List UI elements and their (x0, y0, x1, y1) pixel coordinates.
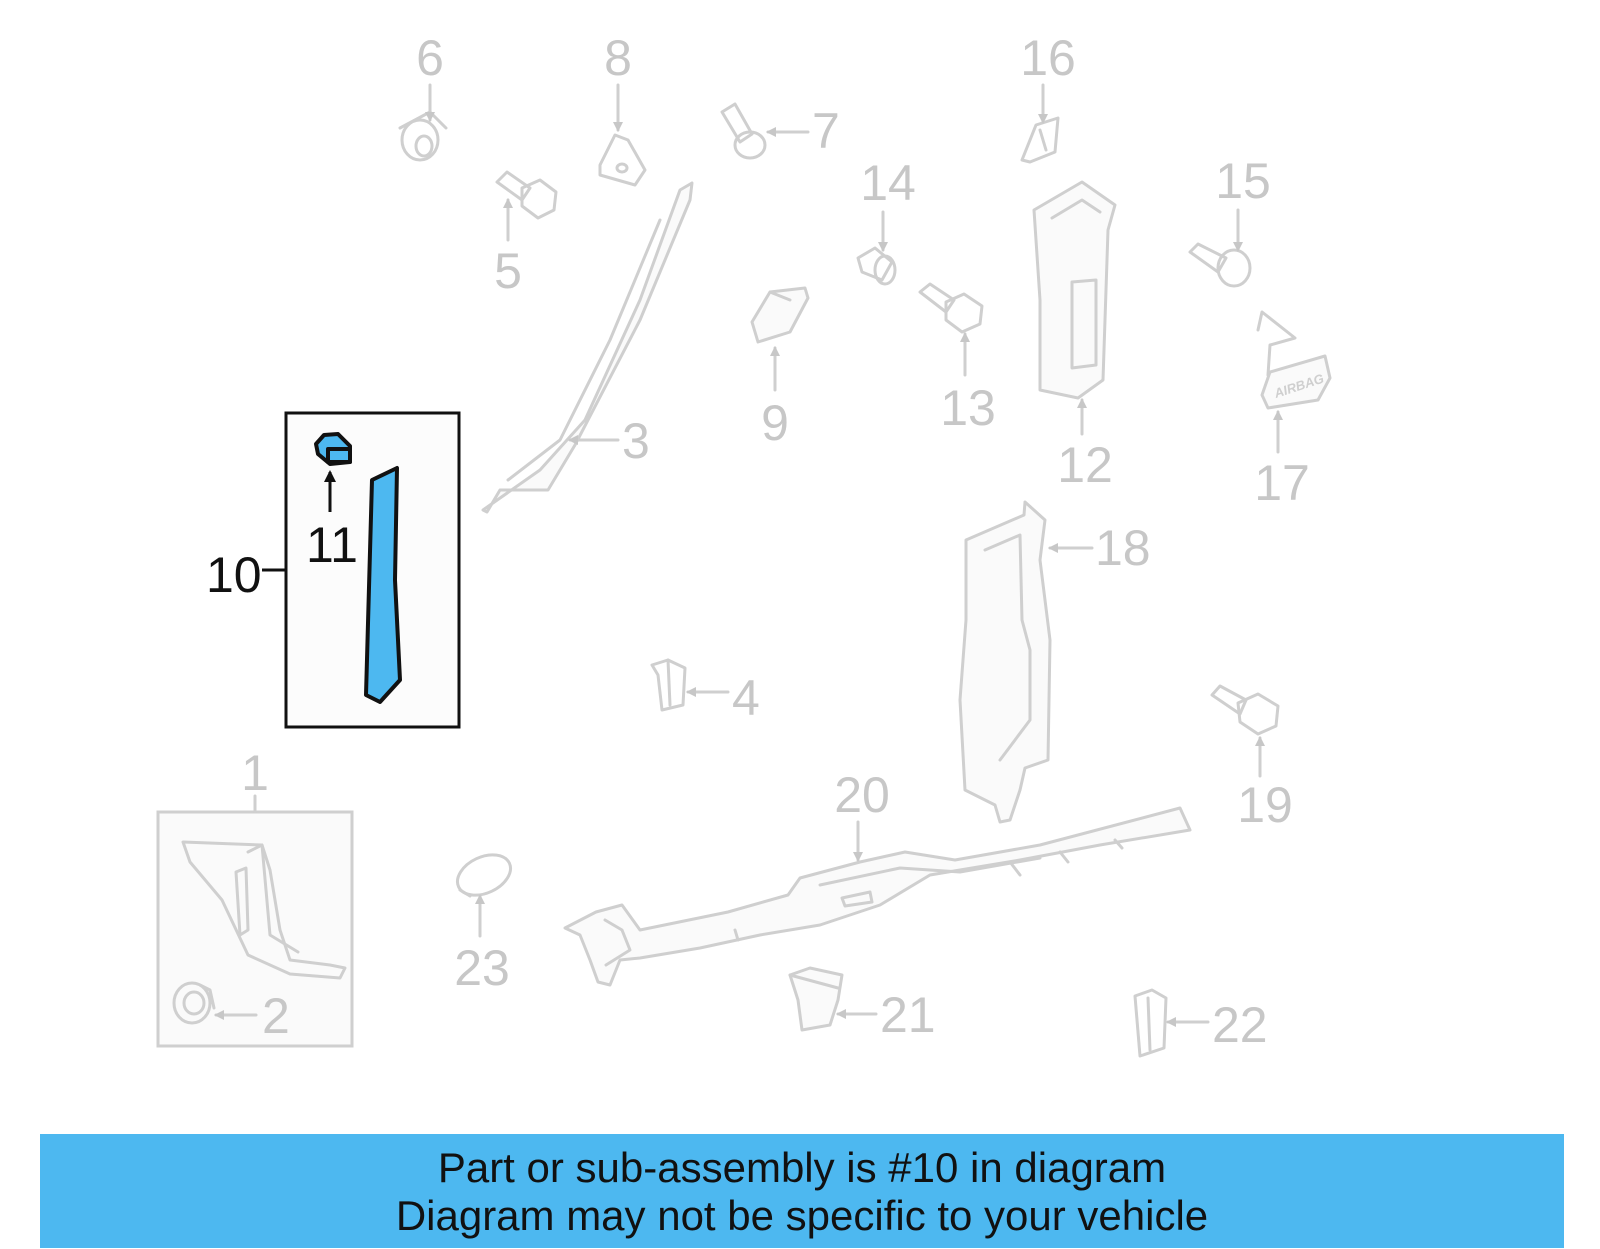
part-8-bracket[interactable] (598, 133, 647, 187)
label-5: 5 (494, 243, 522, 299)
part-23-plug[interactable] (451, 847, 517, 903)
label-22: 22 (1212, 997, 1268, 1053)
part-14-clip[interactable] (856, 246, 897, 286)
part-21-clip[interactable] (788, 966, 844, 1032)
part-9-cover[interactable] (750, 286, 810, 344)
part-10-assembly-box[interactable]: 11 (284, 411, 461, 729)
part-12-pillar-upper-trim[interactable] (1032, 180, 1117, 400)
label-2: 2 (262, 988, 290, 1044)
part-18-pillar-lower-trim[interactable] (958, 500, 1052, 824)
info-banner: Part or sub-assembly is #10 in diagram D… (40, 1134, 1564, 1248)
label-9: 9 (761, 395, 789, 451)
label-18: 18 (1095, 520, 1151, 576)
label-11: 11 (306, 517, 358, 573)
label-19: 19 (1237, 777, 1293, 833)
part-4-clip[interactable] (650, 658, 687, 712)
label-23: 23 (454, 940, 510, 996)
part-22-clip[interactable] (1133, 988, 1168, 1058)
banner-line-2: Diagram may not be specific to your vehi… (395, 1192, 1209, 1239)
label-15: 15 (1215, 153, 1271, 209)
label-10: 10 (206, 547, 262, 603)
label-13: 13 (940, 380, 996, 436)
part-16-clip[interactable] (1020, 116, 1060, 164)
label-7: 7 (812, 103, 840, 159)
part-3-pillar-trim[interactable] (481, 181, 694, 514)
label-1: 1 (241, 745, 269, 801)
banner-line-1: Part or sub-assembly is #10 in diagram (437, 1144, 1167, 1191)
label-21: 21 (880, 987, 936, 1043)
part-6-clip[interactable] (398, 110, 448, 162)
part-20-scuff-plate[interactable] (563, 806, 1192, 987)
part-15-bolt[interactable] (1188, 242, 1252, 288)
part-10-pillar-trim[interactable] (364, 466, 402, 704)
part-17-airbag-emblem[interactable]: AIRBAG (1256, 310, 1332, 410)
label-20: 20 (834, 767, 890, 823)
part-2-clip[interactable] (172, 981, 216, 1025)
part-13-bolt[interactable] (918, 282, 984, 334)
label-3: 3 (622, 413, 650, 469)
part-7-bolt[interactable] (720, 102, 767, 160)
label-6: 6 (416, 30, 444, 86)
label-14: 14 (860, 155, 916, 211)
part-19-bolt[interactable] (1210, 684, 1280, 736)
part-11-clip[interactable] (314, 432, 352, 466)
label-8: 8 (604, 30, 632, 86)
label-16: 16 (1020, 30, 1076, 86)
label-17: 17 (1254, 455, 1310, 511)
label-12: 12 (1057, 437, 1113, 493)
part-5-bolt[interactable] (495, 170, 558, 220)
part-1-assembly-box[interactable] (156, 810, 354, 1048)
label-4: 4 (732, 670, 760, 726)
